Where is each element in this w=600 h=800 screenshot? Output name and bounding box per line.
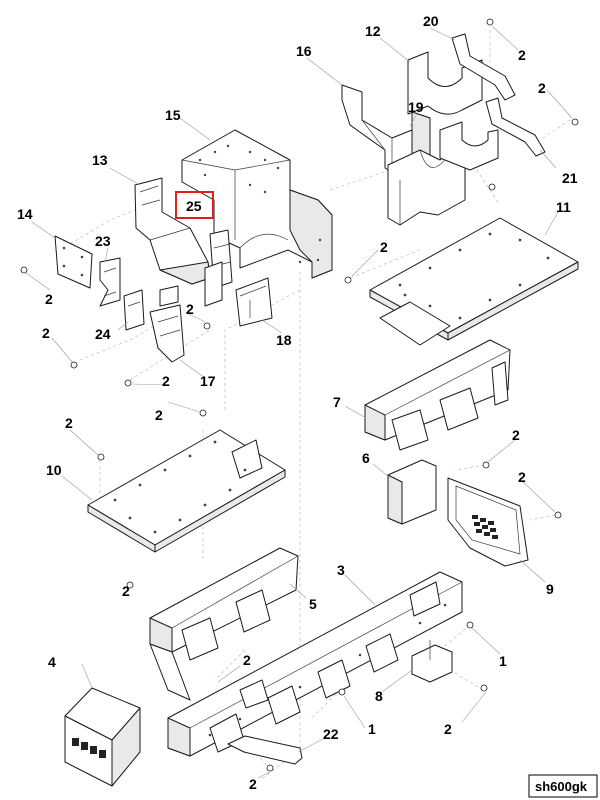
part-17-curved-plate xyxy=(149,304,185,363)
part-10-floor-plate xyxy=(87,429,286,553)
callout-2-bottom-center: 2 xyxy=(243,652,251,668)
callout-2-center-right: 2 xyxy=(380,239,388,255)
callout-12: 12 xyxy=(365,23,381,39)
part-24-bracket xyxy=(123,289,145,331)
drawing-code: sh600gk xyxy=(535,779,588,794)
part-9-grille-panel xyxy=(447,477,529,567)
callout-14: 14 xyxy=(17,206,33,222)
part-13-bracket xyxy=(134,177,211,285)
callout-3: 3 xyxy=(337,562,345,578)
part-11-floor-plate xyxy=(369,217,579,346)
callout-7: 7 xyxy=(333,394,341,410)
callout-6: 6 xyxy=(362,450,370,466)
part-4-battery-box xyxy=(64,687,141,787)
callout-2-center: 2 xyxy=(186,301,194,317)
callout-2-bottom-right: 2 xyxy=(444,721,452,737)
callout-4: 4 xyxy=(48,654,56,670)
callout-1-right: 1 xyxy=(499,653,507,669)
part-12-u-bracket xyxy=(407,51,483,115)
part-22-strap-bar xyxy=(227,735,303,765)
callout-2-right-lower: 2 xyxy=(518,469,526,485)
grille-slots xyxy=(472,515,498,539)
part-5-cross-member xyxy=(149,547,299,701)
part-6-flange-plate xyxy=(387,459,437,525)
battery-cells xyxy=(72,738,106,758)
part-3-frame-rail xyxy=(167,571,463,757)
callout-2-bottom: 2 xyxy=(249,776,257,792)
callouts: 20 12 2 16 2 19 15 21 13 11 14 23 2 2 2 … xyxy=(17,13,578,792)
highlight-box xyxy=(175,191,214,219)
callout-15: 15 xyxy=(165,107,181,123)
callout-25: 25 xyxy=(186,198,202,214)
callout-2-right-mid: 2 xyxy=(512,427,520,443)
callout-19: 19 xyxy=(408,99,424,115)
callout-9: 9 xyxy=(546,581,554,597)
leader-lines xyxy=(25,25,573,779)
callout-2-center-lower: 2 xyxy=(162,373,170,389)
callout-2-mid-left: 2 xyxy=(122,583,130,599)
saddle-bracket-small xyxy=(439,121,499,171)
callout-2-top-right: 2 xyxy=(538,80,546,96)
callout-25-highlight: 25 xyxy=(175,191,214,219)
callout-24: 24 xyxy=(95,326,111,342)
fasteners xyxy=(20,18,579,772)
callout-16: 16 xyxy=(296,43,312,59)
callout-23: 23 xyxy=(95,233,111,249)
callout-18: 18 xyxy=(276,332,292,348)
callout-2-below-17: 2 xyxy=(155,407,163,423)
callout-17: 17 xyxy=(200,373,216,389)
part-14-side-panel xyxy=(54,235,93,289)
callout-2-left: 2 xyxy=(45,291,53,307)
callout-21: 21 xyxy=(562,170,578,186)
part-21-strap xyxy=(485,97,546,157)
callout-1-bottom: 1 xyxy=(368,721,376,737)
part-23-bracket xyxy=(99,257,121,307)
part-18-bracket-plate xyxy=(235,277,273,327)
callout-2-left-lower: 2 xyxy=(42,325,50,341)
small-brackets-center xyxy=(159,261,223,307)
callout-11: 11 xyxy=(556,199,571,215)
part-8-bracket xyxy=(411,640,453,683)
drawing-code-label: sh600gk xyxy=(528,774,598,798)
part-20-strap xyxy=(451,33,516,101)
part-7-cross-member xyxy=(364,339,511,451)
callout-22: 22 xyxy=(323,726,339,742)
callout-20: 20 xyxy=(423,13,439,29)
callout-10: 10 xyxy=(46,462,62,478)
callout-13: 13 xyxy=(92,152,108,168)
callout-8: 8 xyxy=(375,688,383,704)
callout-2-top: 2 xyxy=(518,47,526,63)
callout-2-left-mid: 2 xyxy=(65,415,73,431)
callout-5: 5 xyxy=(309,596,317,612)
